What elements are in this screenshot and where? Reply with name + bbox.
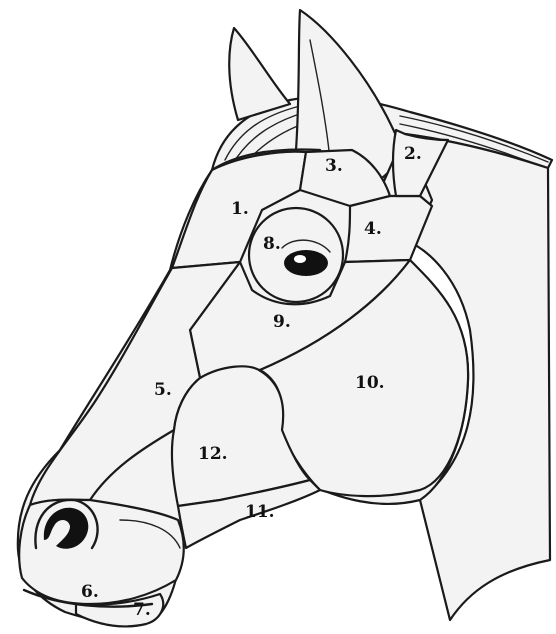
label-8: 8.: [263, 234, 281, 254]
region-8-eye-orbit: [249, 208, 343, 302]
label-2: 2.: [404, 144, 422, 164]
label-12: 12.: [198, 444, 228, 464]
label-6: 6.: [81, 582, 99, 602]
label-10: 10.: [355, 373, 385, 393]
label-5: 5.: [154, 380, 172, 400]
region-4: [345, 196, 432, 262]
label-4: 4.: [364, 219, 382, 239]
label-9: 9.: [273, 312, 291, 332]
region-6-upper-lip: [19, 500, 184, 604]
label-1: 1.: [231, 199, 249, 219]
eye-icon: [284, 250, 328, 276]
label-7: 7.: [133, 600, 151, 620]
label-3: 3.: [325, 156, 343, 176]
label-11: 11.: [245, 502, 275, 522]
left-ear: [229, 28, 290, 120]
